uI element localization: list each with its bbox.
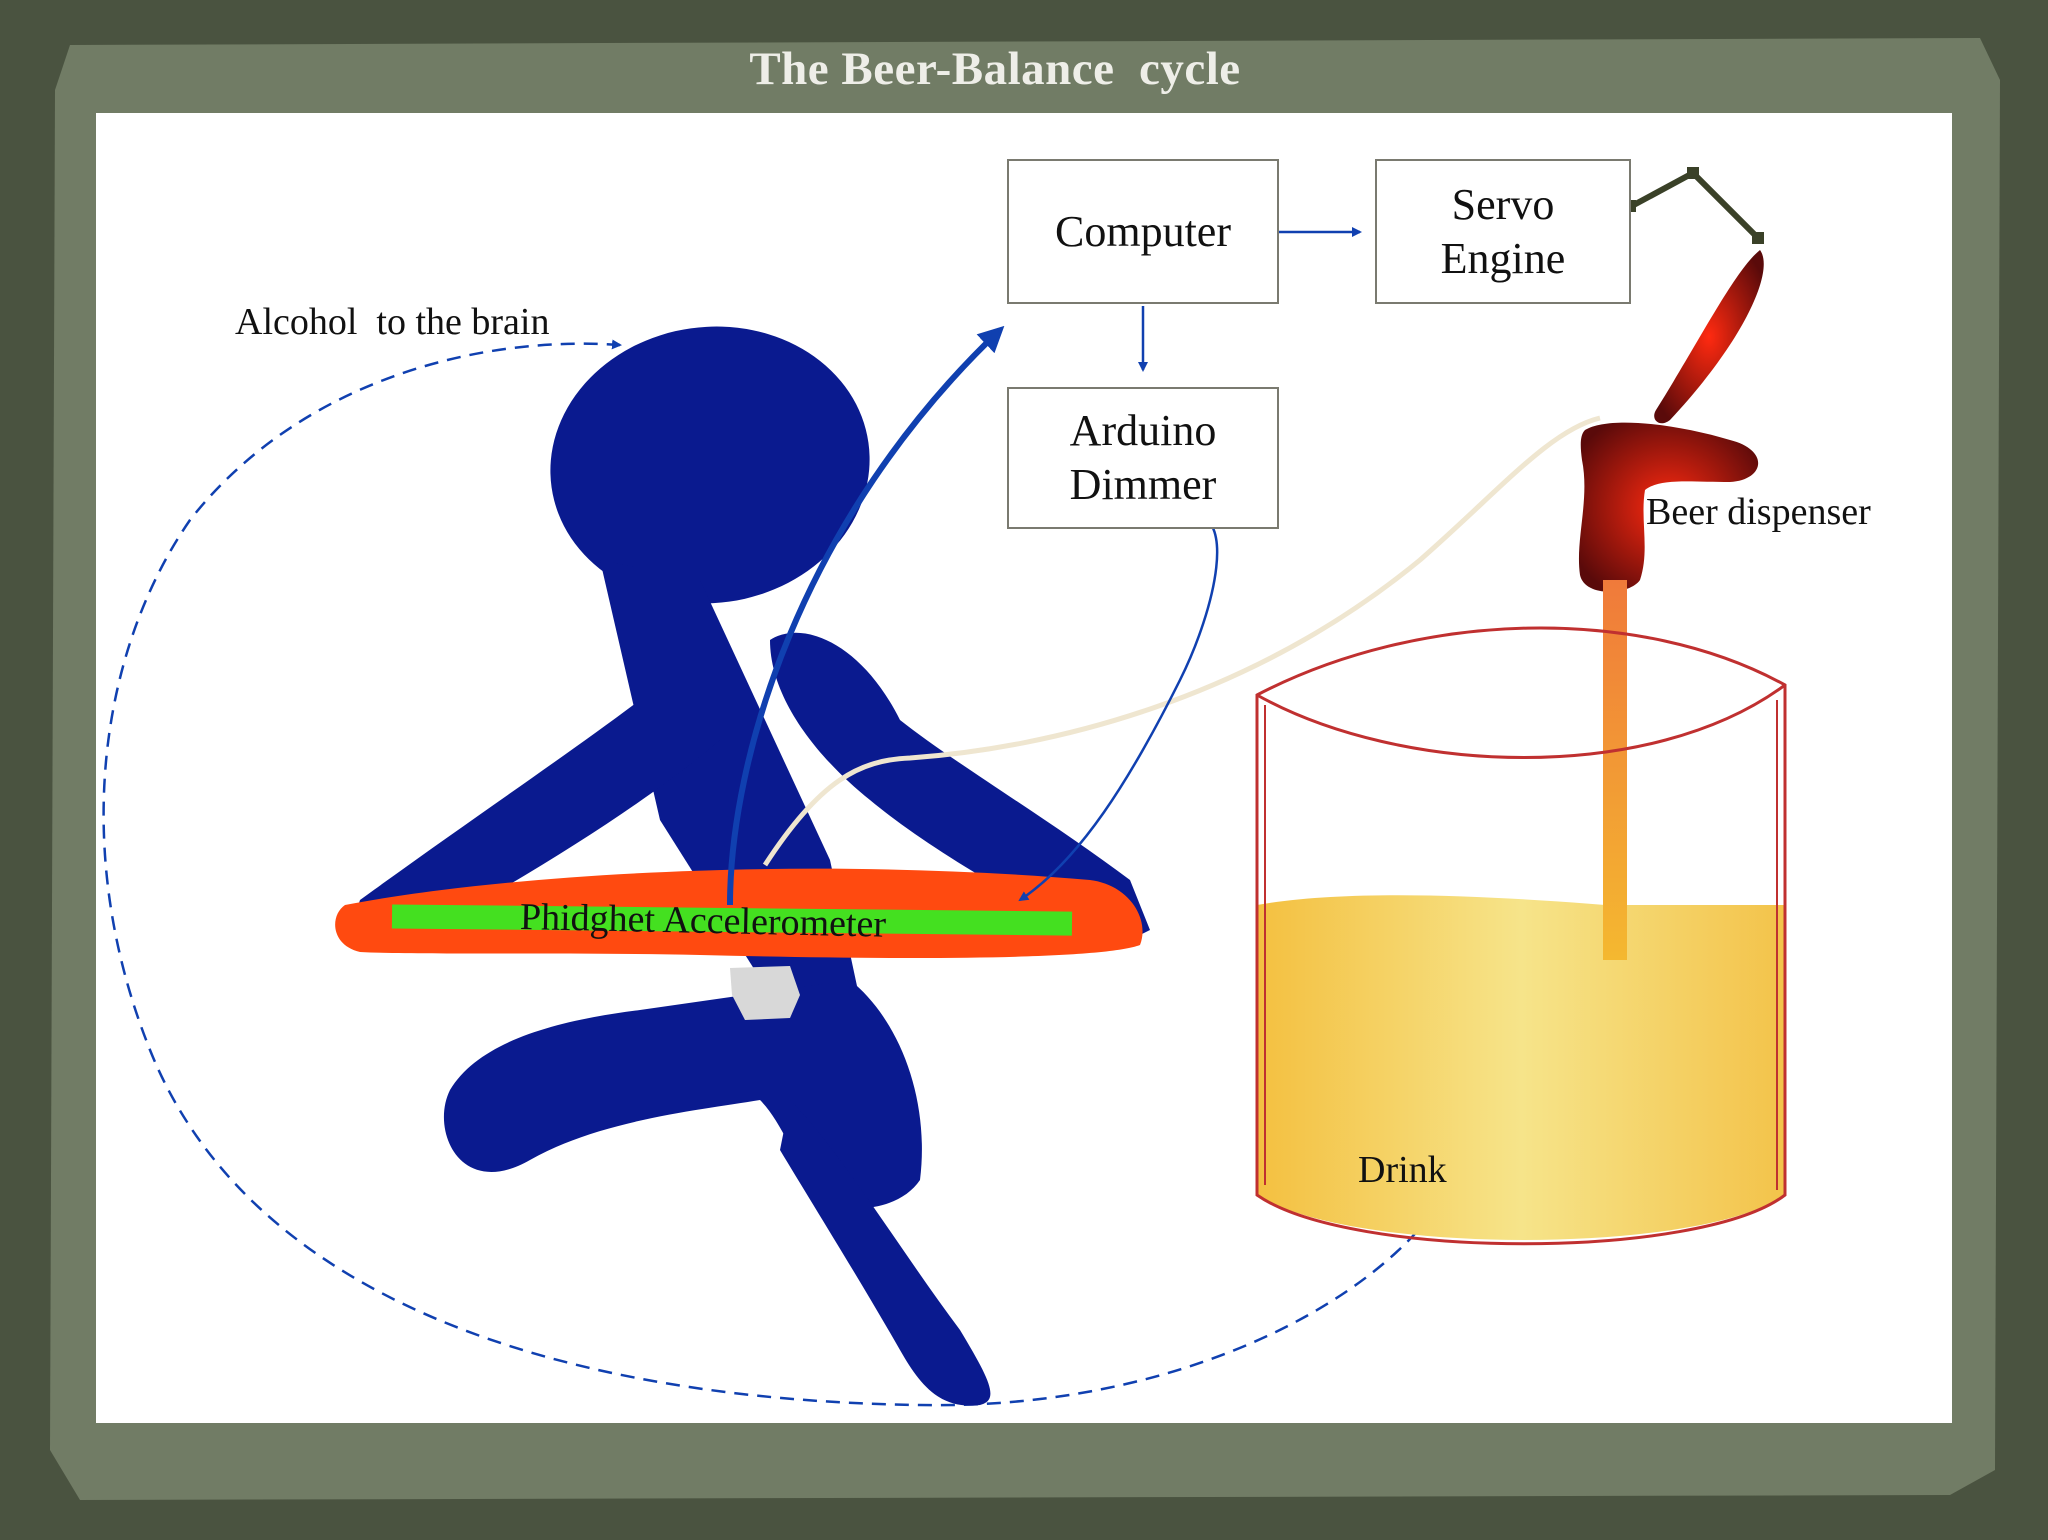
arduino-label-line2: Dimmer bbox=[1069, 460, 1217, 509]
alcohol-cycle-arrow bbox=[102, 339, 1447, 1407]
device-patch bbox=[730, 966, 800, 1020]
page-title: The Beer-Balance cycle bbox=[749, 43, 1241, 95]
sensor-cable bbox=[762, 415, 1601, 867]
computer-label: Computer bbox=[1055, 206, 1231, 256]
servo-engine-box: Servo Engine bbox=[1375, 159, 1631, 304]
accelerometer-label: Phidghet Accelerometer bbox=[519, 896, 887, 946]
alcohol-label: Alcohol to the brain bbox=[235, 301, 550, 343]
beer-tap-icon bbox=[1578, 422, 1759, 592]
servo-label-line2: Engine bbox=[1440, 233, 1566, 283]
computer-box: Computer bbox=[1007, 159, 1279, 304]
tap-lever bbox=[1654, 250, 1764, 424]
arduino-label-line1: Arduino bbox=[1069, 406, 1217, 455]
beer-dispenser-label: Beer dispenser bbox=[1646, 491, 1871, 533]
arduino-dimmer-box: Arduino Dimmer bbox=[1007, 387, 1279, 529]
servo-label-line1: Servo bbox=[1451, 179, 1555, 229]
sensor-to-computer-arrow bbox=[727, 325, 1005, 906]
arduino-to-belt-arrow bbox=[1018, 513, 1219, 902]
beer-glass bbox=[1255, 580, 1787, 1246]
drink-label: Drink bbox=[1358, 1149, 1447, 1191]
accelerometer-sensor bbox=[391, 904, 1073, 936]
